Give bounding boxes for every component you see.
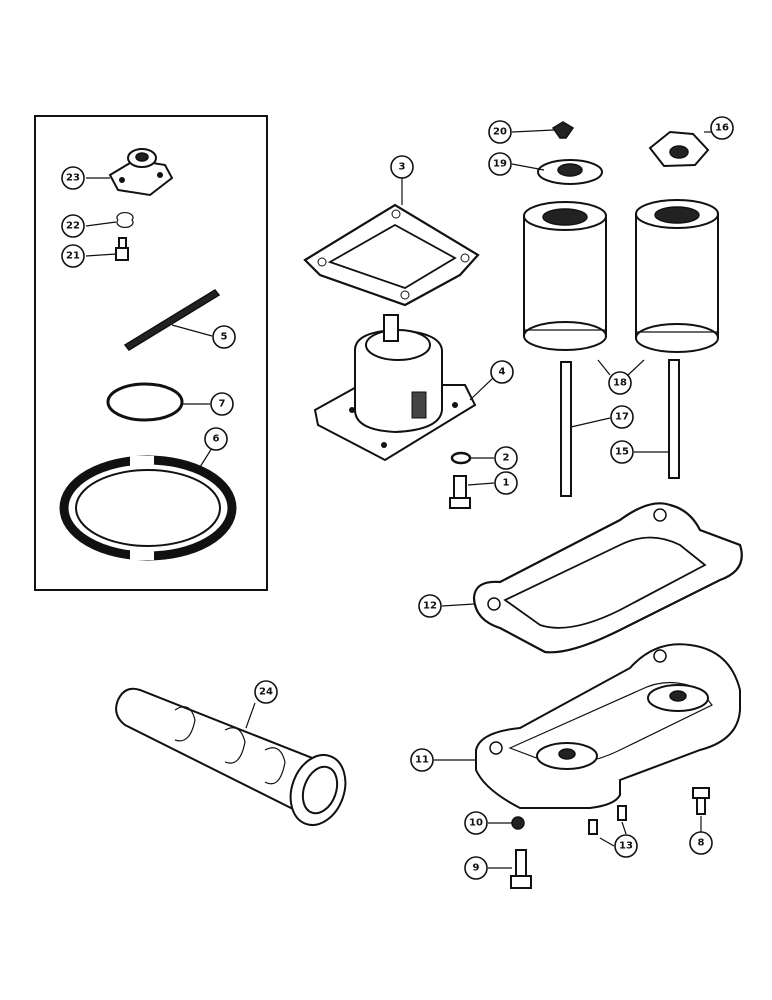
callout-10-label: 10 bbox=[469, 818, 483, 829]
part-6-seal-ring bbox=[59, 455, 237, 561]
callout-23-label: 23 bbox=[66, 173, 80, 184]
callout-20-label: 20 bbox=[493, 127, 507, 138]
callout-18-label: 18 bbox=[613, 378, 627, 389]
callout-17: 17 bbox=[610, 405, 634, 429]
callout-19: 19 bbox=[488, 152, 512, 176]
part-7-oring bbox=[106, 382, 184, 422]
callout-24: 24 bbox=[254, 680, 278, 704]
callout-13-label: 13 bbox=[619, 841, 633, 852]
callout-12: 12 bbox=[418, 594, 442, 618]
part-2-washer bbox=[450, 451, 472, 465]
callout-6: 6 bbox=[204, 427, 228, 451]
callout-22: 22 bbox=[61, 214, 85, 238]
part-1-bolt bbox=[449, 475, 471, 509]
callout-2: 2 bbox=[494, 446, 518, 470]
callout-17-label: 17 bbox=[615, 412, 629, 423]
part-18-filter-right bbox=[635, 199, 719, 353]
part-4-housing bbox=[313, 314, 477, 462]
callout-10: 10 bbox=[464, 811, 488, 835]
part-16-cover-nut bbox=[648, 130, 710, 168]
part-18-filter-left bbox=[523, 201, 607, 351]
callout-1-label: 1 bbox=[503, 478, 510, 489]
callout-23: 23 bbox=[61, 166, 85, 190]
part-11-base bbox=[474, 643, 741, 809]
callout-24-label: 24 bbox=[259, 687, 273, 698]
callout-21: 21 bbox=[61, 244, 85, 268]
callout-3: 3 bbox=[390, 155, 414, 179]
callout-9-label: 9 bbox=[473, 863, 480, 874]
callout-15: 15 bbox=[610, 440, 634, 464]
part-13-setscrews bbox=[588, 805, 627, 835]
callout-5-label: 5 bbox=[221, 332, 228, 343]
callout-21-label: 21 bbox=[66, 251, 80, 262]
callout-8: 8 bbox=[689, 831, 713, 855]
callout-20: 20 bbox=[488, 120, 512, 144]
part-19-spring-plate bbox=[537, 159, 603, 185]
callout-11: 11 bbox=[410, 748, 434, 772]
callout-8-label: 8 bbox=[698, 838, 705, 849]
leader-lines bbox=[85, 129, 712, 869]
part-20-wingnut bbox=[551, 121, 575, 139]
part-8-bolt bbox=[692, 787, 710, 815]
part-12-base-gasket bbox=[472, 502, 743, 654]
callout-5: 5 bbox=[212, 325, 236, 349]
callout-7-label: 7 bbox=[219, 399, 226, 410]
part-9-bolt bbox=[510, 849, 532, 889]
callout-9: 9 bbox=[464, 856, 488, 880]
callout-4: 4 bbox=[490, 360, 514, 384]
callout-6-label: 6 bbox=[213, 434, 220, 445]
callout-11-label: 11 bbox=[415, 755, 429, 766]
callout-12-label: 12 bbox=[423, 601, 437, 612]
callout-7: 7 bbox=[210, 392, 234, 416]
callout-3-label: 3 bbox=[399, 162, 406, 173]
part-5-rod bbox=[123, 289, 221, 351]
callout-19-label: 19 bbox=[493, 159, 507, 170]
callout-2-label: 2 bbox=[503, 453, 510, 464]
part-10-nut bbox=[511, 816, 525, 830]
callout-22-label: 22 bbox=[66, 221, 80, 232]
part-22-lockwasher bbox=[116, 212, 134, 228]
callout-16: 16 bbox=[710, 116, 734, 140]
callout-18: 18 bbox=[608, 371, 632, 395]
part-3-gasket bbox=[303, 203, 480, 307]
part-21-screw bbox=[115, 237, 129, 261]
callout-4-label: 4 bbox=[499, 367, 506, 378]
inset-frame bbox=[34, 115, 268, 591]
callout-16-label: 16 bbox=[715, 123, 729, 134]
part-23-fitting bbox=[108, 148, 174, 197]
callout-1: 1 bbox=[494, 471, 518, 495]
part-17-stud bbox=[560, 361, 572, 497]
part-15-stud bbox=[668, 359, 680, 479]
callout-15-label: 15 bbox=[615, 447, 629, 458]
callout-13: 13 bbox=[614, 834, 638, 858]
part-24-strainer bbox=[115, 687, 347, 826]
